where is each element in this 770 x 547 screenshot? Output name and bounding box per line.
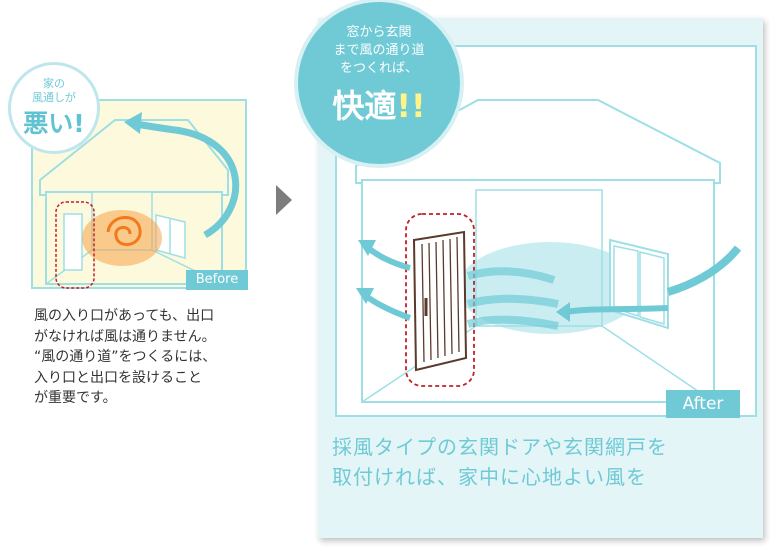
- before-roof: [39, 119, 229, 196]
- badge-headline: 快適!!: [298, 86, 460, 126]
- description-line: 風の入り口があっても、出口: [34, 308, 215, 324]
- description-line: 採風タイプの玄関ドアや玄関網戸を: [332, 435, 668, 459]
- next-arrow-icon: [276, 185, 292, 215]
- before-illustration: [31, 99, 247, 289]
- badge-line-2: 風通しが: [32, 91, 76, 104]
- wind-arrow-icon: [135, 120, 240, 239]
- before-description: 風の入り口があっても、出口 がなければ風は通りません。 “風の通り道”をつくるに…: [34, 306, 274, 409]
- stagnant-air-blob: [82, 210, 162, 266]
- description-line: が重要です。: [34, 390, 117, 406]
- wind-arrow-icon: [565, 305, 669, 315]
- badge-line-3: をつくれば、: [339, 61, 418, 76]
- badge-headline-text: 快適: [332, 87, 397, 125]
- after-tag: After: [666, 390, 740, 418]
- swirl-icon: [106, 216, 142, 246]
- badge-line-1: 窓から玄関: [346, 25, 412, 40]
- badge-line-1: 家の: [43, 77, 65, 90]
- before-tag: Before: [186, 270, 248, 290]
- description-line: がなければ風は通りません。: [34, 328, 216, 345]
- ventilation-door: [412, 230, 468, 372]
- bad-airflow-badge: 家の 風通しが 悪い!: [8, 62, 100, 154]
- badge-exclaim: !!: [396, 87, 426, 125]
- after-description: 採風タイプの玄関ドアや玄関網戸を 取付ければ、家中に心地よい風を: [332, 432, 760, 492]
- comfort-badge: 窓から玄関 まで風の通り道 をつくれば、 快適!!: [298, 2, 460, 164]
- incoming-wind-icon: [666, 245, 742, 296]
- badge-line-2: まで風の通り道: [333, 43, 425, 58]
- description-line: 入り口と出口を設けること: [34, 369, 202, 386]
- badge-headline: 悪い!: [23, 109, 85, 138]
- door-highlight: [55, 201, 95, 289]
- description-line: “風の通り道”をつくるには、: [34, 349, 217, 365]
- description-line: 取付ければ、家中に心地よい風を: [332, 465, 647, 489]
- before-door: [63, 213, 83, 271]
- door-highlight: [405, 213, 475, 387]
